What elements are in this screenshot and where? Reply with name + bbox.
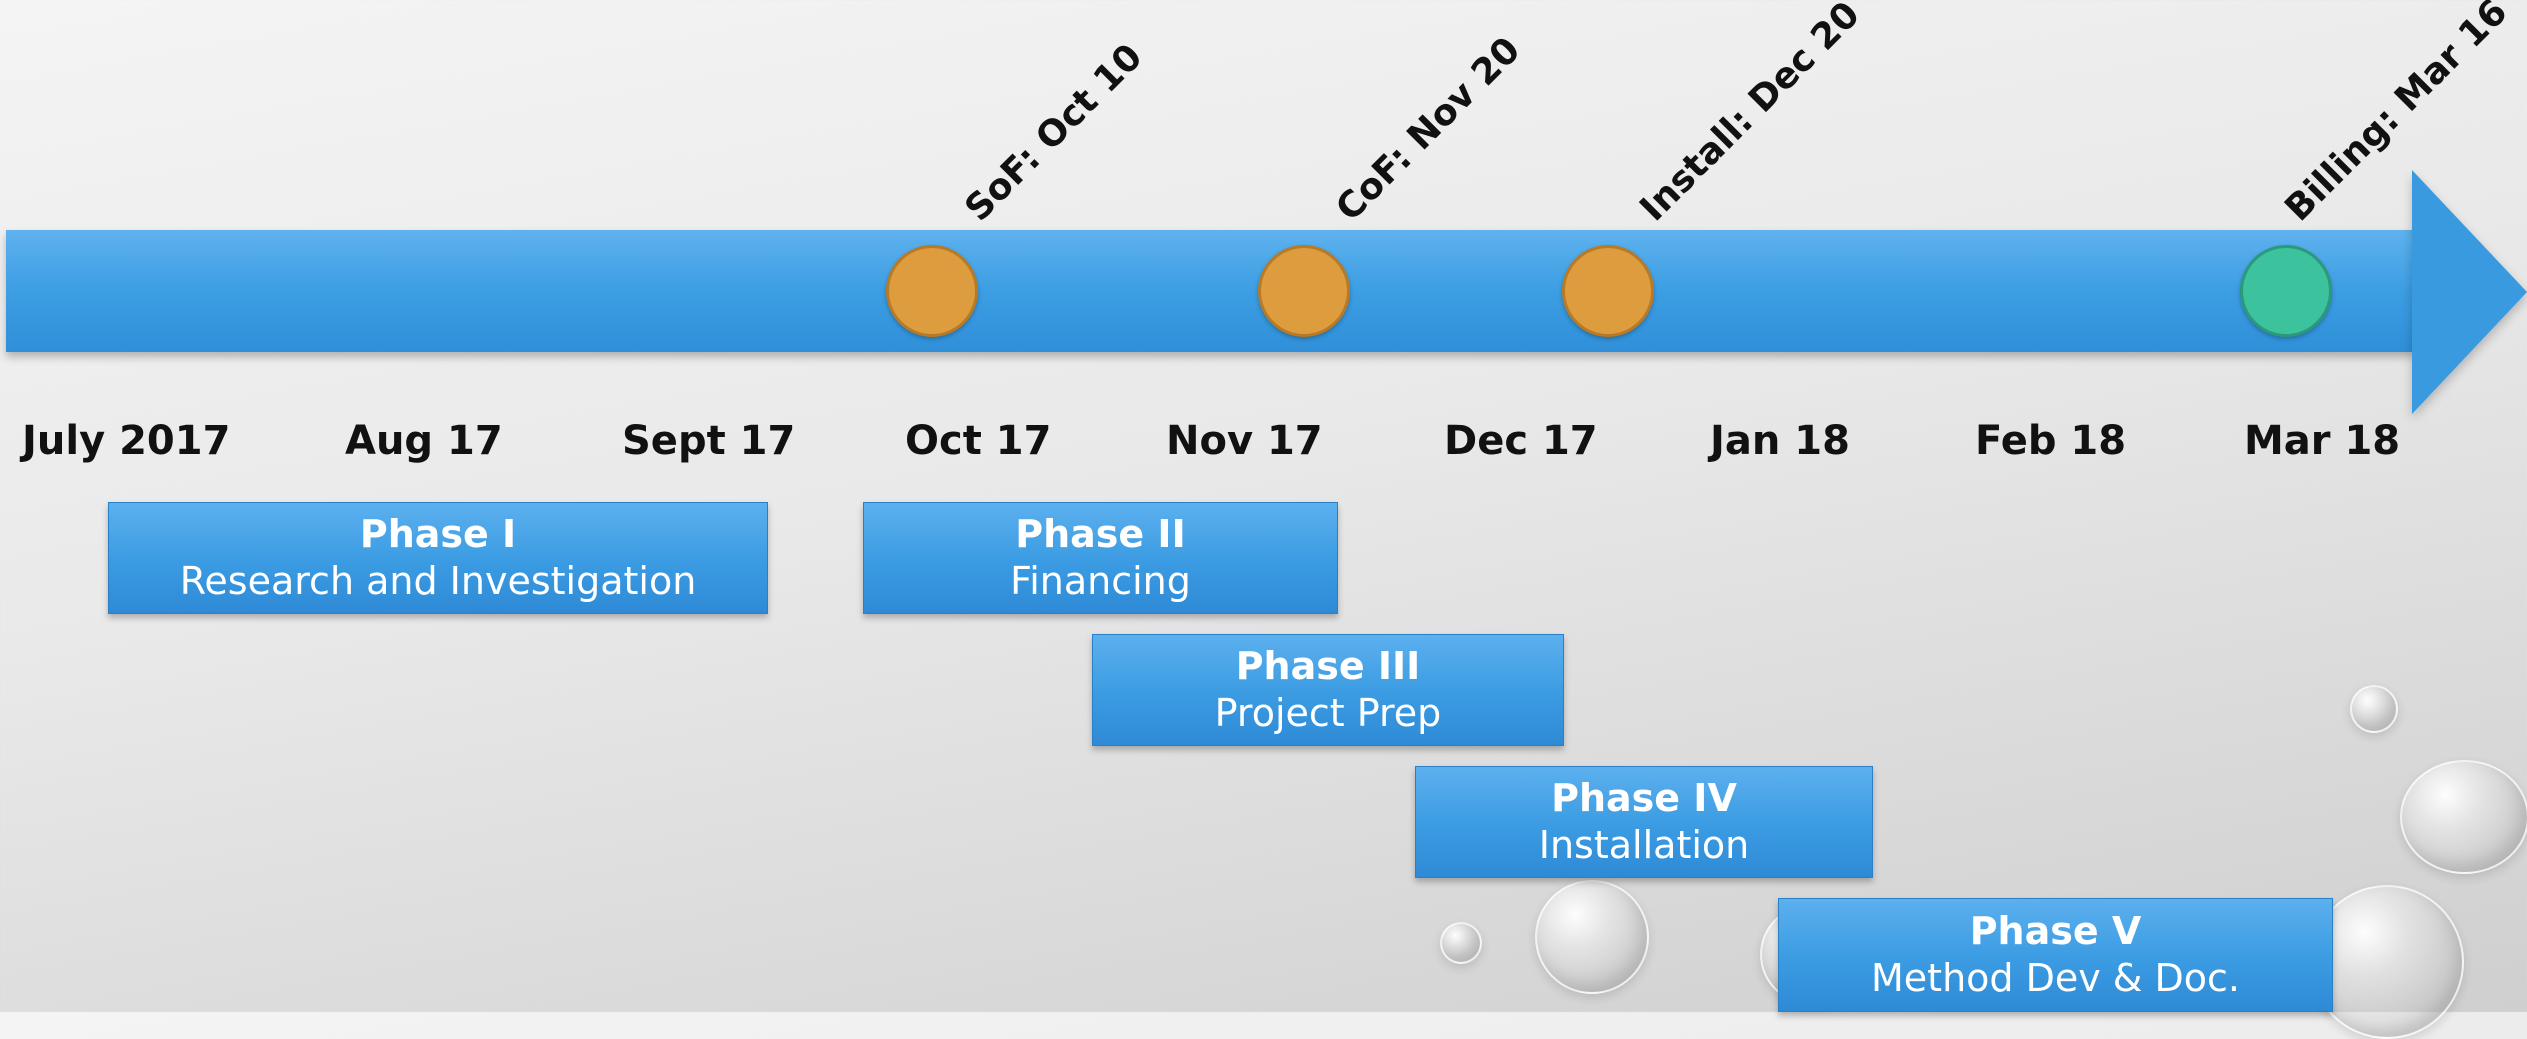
phase-2-box: Phase II Financing [863, 502, 1338, 614]
phase-title: Phase I [359, 511, 517, 556]
month-label: Nov 17 [1166, 418, 1323, 464]
phase-description: Method Dev & Doc. [1871, 956, 2240, 1000]
phase-1-box: Phase I Research and Investigation [108, 502, 768, 614]
phase-description: Project Prep [1214, 691, 1442, 735]
month-label: Aug 17 [345, 418, 503, 464]
phase-title: Phase II [1015, 511, 1186, 556]
water-droplet-decoration [1440, 922, 1482, 964]
water-droplet-decoration [2350, 685, 2398, 733]
timeline-slide: SoF: Oct 10 CoF: Nov 20 Install: Dec 20 … [6, 0, 2527, 1039]
phase-description: Installation [1538, 823, 1750, 867]
milestone-sof-label: SoF: Oct 10 [957, 36, 1151, 230]
phase-title: Phase V [1969, 908, 2142, 953]
phase-title: Phase III [1235, 643, 1421, 688]
month-label: Oct 17 [905, 418, 1052, 464]
month-label: July 2017 [22, 418, 231, 464]
milestone-install-label: Install: Dec 20 [1632, 0, 1868, 230]
month-label: Dec 17 [1444, 418, 1598, 464]
phase-description: Financing [1010, 559, 1191, 603]
water-droplet-decoration [2310, 885, 2464, 1039]
month-label: Mar 18 [2244, 418, 2401, 464]
milestone-cof-marker [1258, 245, 1350, 337]
timeline-arrow-head [2412, 170, 2527, 414]
month-label: Feb 18 [1975, 418, 2127, 464]
phase-5-box: Phase V Method Dev & Doc. [1778, 898, 2333, 1012]
milestone-cof-label: CoF: Nov 20 [1328, 29, 1529, 230]
water-droplet-decoration [2400, 760, 2527, 874]
phase-4-box: Phase IV Installation [1415, 766, 1873, 878]
milestone-install-marker [1562, 245, 1654, 337]
milestone-billing-marker [2240, 245, 2332, 337]
phase-description: Research and Investigation [179, 559, 697, 603]
phase-3-box: Phase III Project Prep [1092, 634, 1564, 746]
phase-title: Phase IV [1551, 775, 1737, 820]
timeline-arrow-band [6, 230, 2416, 352]
milestone-sof-marker [886, 245, 978, 337]
month-label: Sept 17 [622, 418, 796, 464]
water-droplet-decoration [1535, 880, 1649, 994]
month-label: Jan 18 [1710, 418, 1850, 464]
